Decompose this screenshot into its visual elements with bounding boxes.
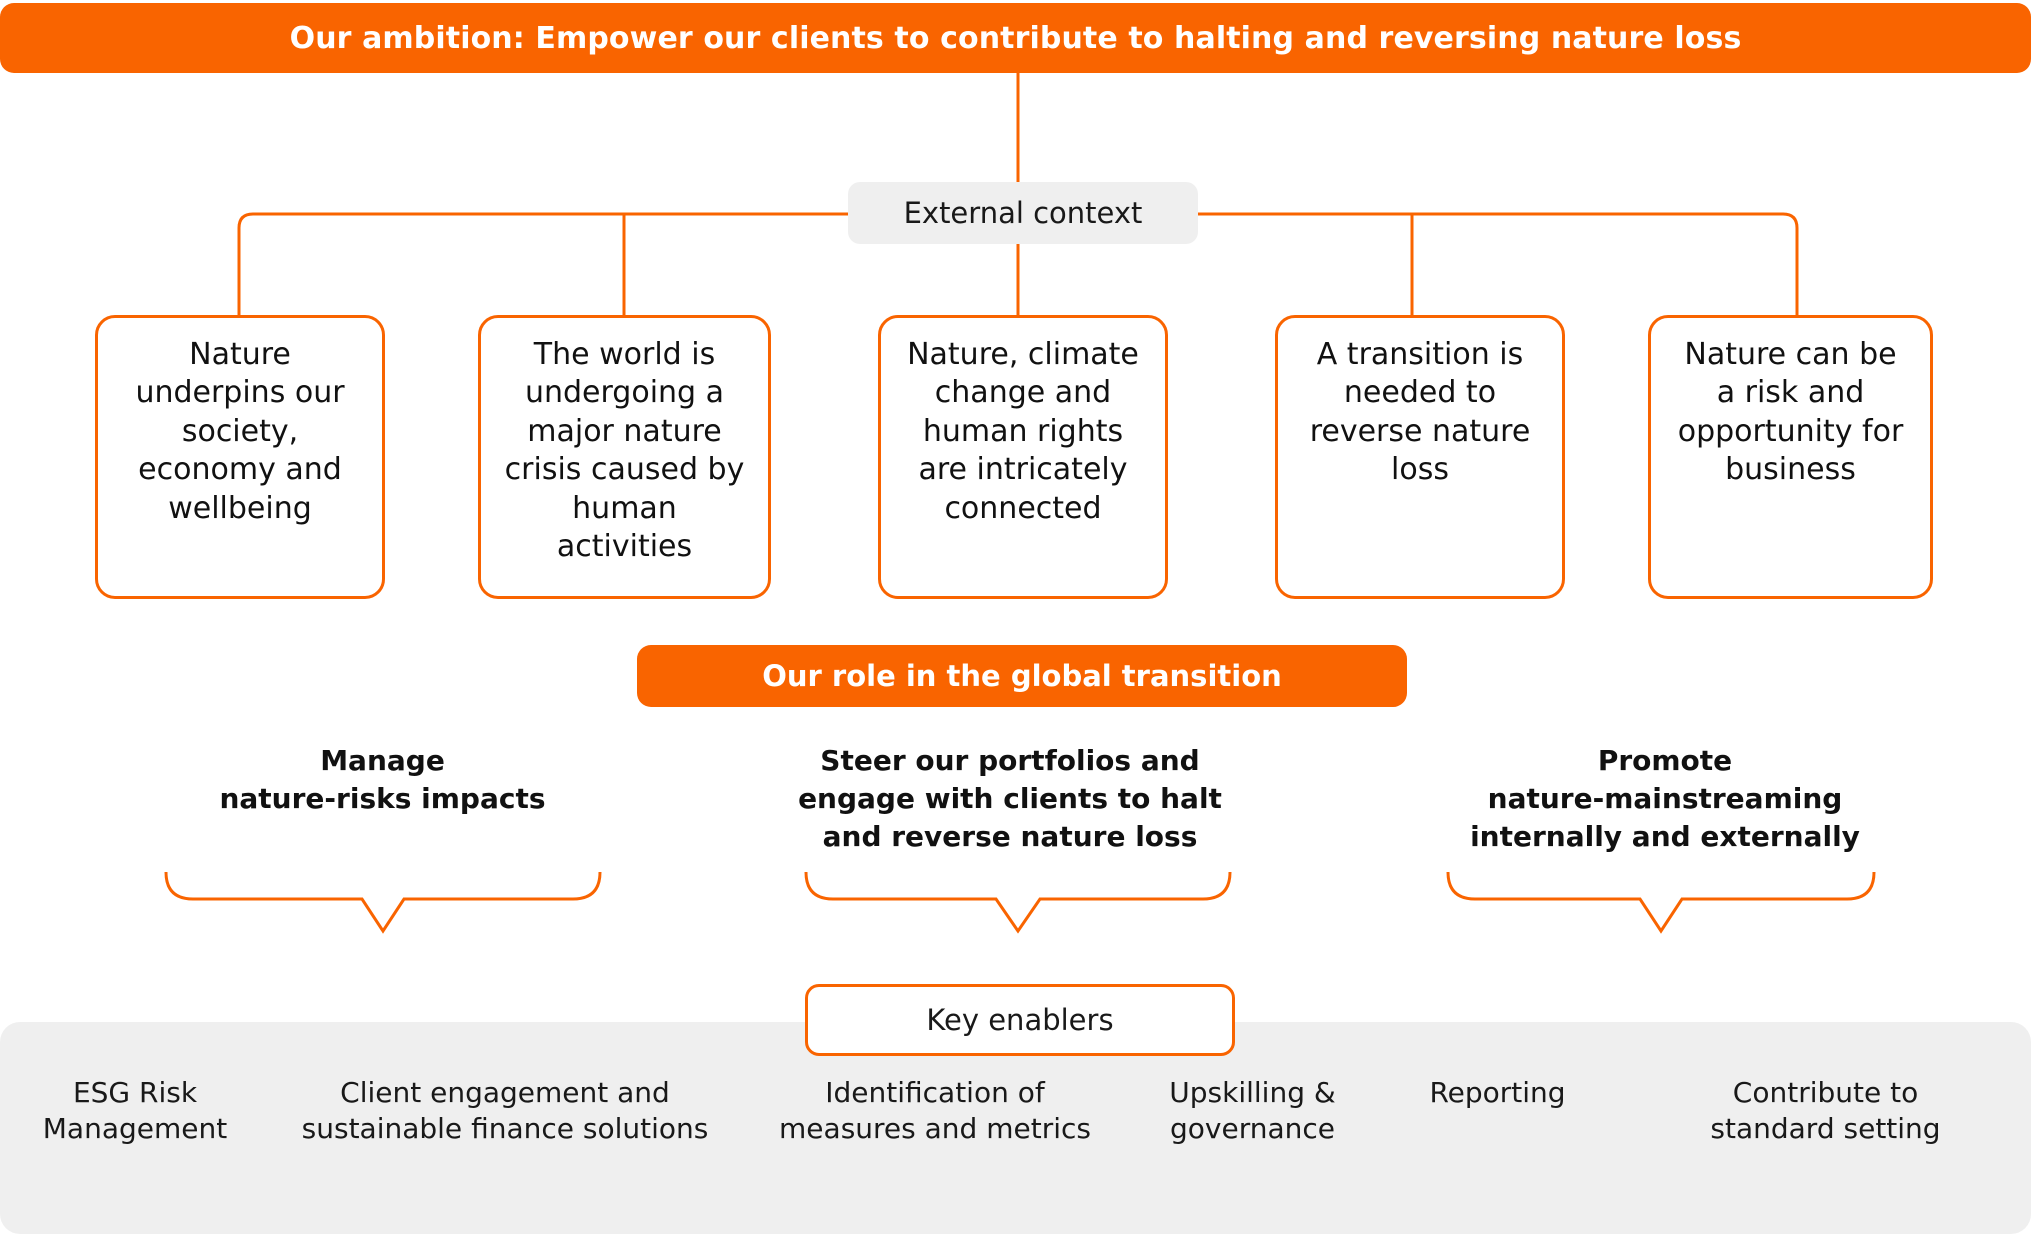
brace-role-2	[1446, 871, 1876, 934]
context-box-text: Nature, climate change and human rights …	[907, 337, 1139, 526]
key-enablers-label: Key enablers	[926, 1003, 1114, 1037]
context-box-nature-climate-human-rights: Nature, climate change and human rights …	[878, 315, 1168, 599]
enabler-item-client-engagement: Client engagement and sustainable financ…	[270, 1075, 740, 1148]
enabler-item-upskilling-governance: Upskilling & governance	[1130, 1075, 1375, 1148]
context-box-text: A transition is needed to reverse nature…	[1309, 337, 1531, 488]
role-column-promote-mainstreaming: Promote nature-mainstreaming internally …	[1440, 742, 1890, 855]
ambition-text: Our ambition: Empower our clients to con…	[289, 20, 1742, 56]
context-box-nature-crisis: The world is undergoing a major nature c…	[478, 315, 771, 599]
role-column-text: Steer our portfolios and engage with cli…	[798, 744, 1222, 853]
brace-role-1	[804, 871, 1232, 934]
role-column-text: Manage nature-risks impacts	[219, 744, 546, 815]
role-banner-label: Our role in the global transition	[762, 659, 1282, 693]
enabler-item-standard-setting: Contribute to standard setting	[1620, 1075, 2031, 1148]
role-banner: Our role in the global transition	[637, 645, 1407, 707]
enabler-item-text: Reporting	[1429, 1076, 1566, 1109]
key-enablers-bar	[0, 1022, 2031, 1234]
enabler-item-esg-risk-management: ESG Risk Management	[0, 1075, 270, 1148]
enabler-item-reporting: Reporting	[1375, 1075, 1620, 1111]
enabler-item-text: Contribute to standard setting	[1710, 1076, 1941, 1146]
external-context-box: External context	[848, 182, 1198, 244]
enabler-item-text: ESG Risk Management	[42, 1076, 228, 1146]
key-enablers-box: Key enablers	[805, 984, 1235, 1056]
key-enablers-list: ESG Risk Management Client engagement an…	[0, 1075, 2031, 1148]
role-column-manage-nature-risks: Manage nature-risks impacts	[160, 742, 605, 818]
context-box-text: Nature can be a risk and opportunity for…	[1677, 337, 1904, 488]
context-box-risk-and-opportunity: Nature can be a risk and opportunity for…	[1648, 315, 1933, 599]
enabler-item-text: Identification of measures and metrics	[779, 1076, 1091, 1146]
enabler-item-text: Client engagement and sustainable financ…	[301, 1076, 709, 1146]
brace-role-0	[164, 871, 602, 934]
ambition-banner: Our ambition: Empower our clients to con…	[0, 3, 2031, 73]
enabler-item-measures-and-metrics: Identification of measures and metrics	[740, 1075, 1130, 1148]
context-box-nature-underpins: Nature underpins our society, economy an…	[95, 315, 385, 599]
role-column-steer-portfolios: Steer our portfolios and engage with cli…	[790, 742, 1230, 855]
role-column-text: Promote nature-mainstreaming internally …	[1470, 744, 1860, 853]
context-box-text: Nature underpins our society, economy an…	[135, 337, 345, 526]
enabler-item-text: Upskilling & governance	[1169, 1076, 1336, 1146]
context-box-text: The world is undergoing a major nature c…	[504, 337, 745, 564]
external-context-label: External context	[903, 196, 1143, 230]
context-box-transition-needed: A transition is needed to reverse nature…	[1275, 315, 1565, 599]
